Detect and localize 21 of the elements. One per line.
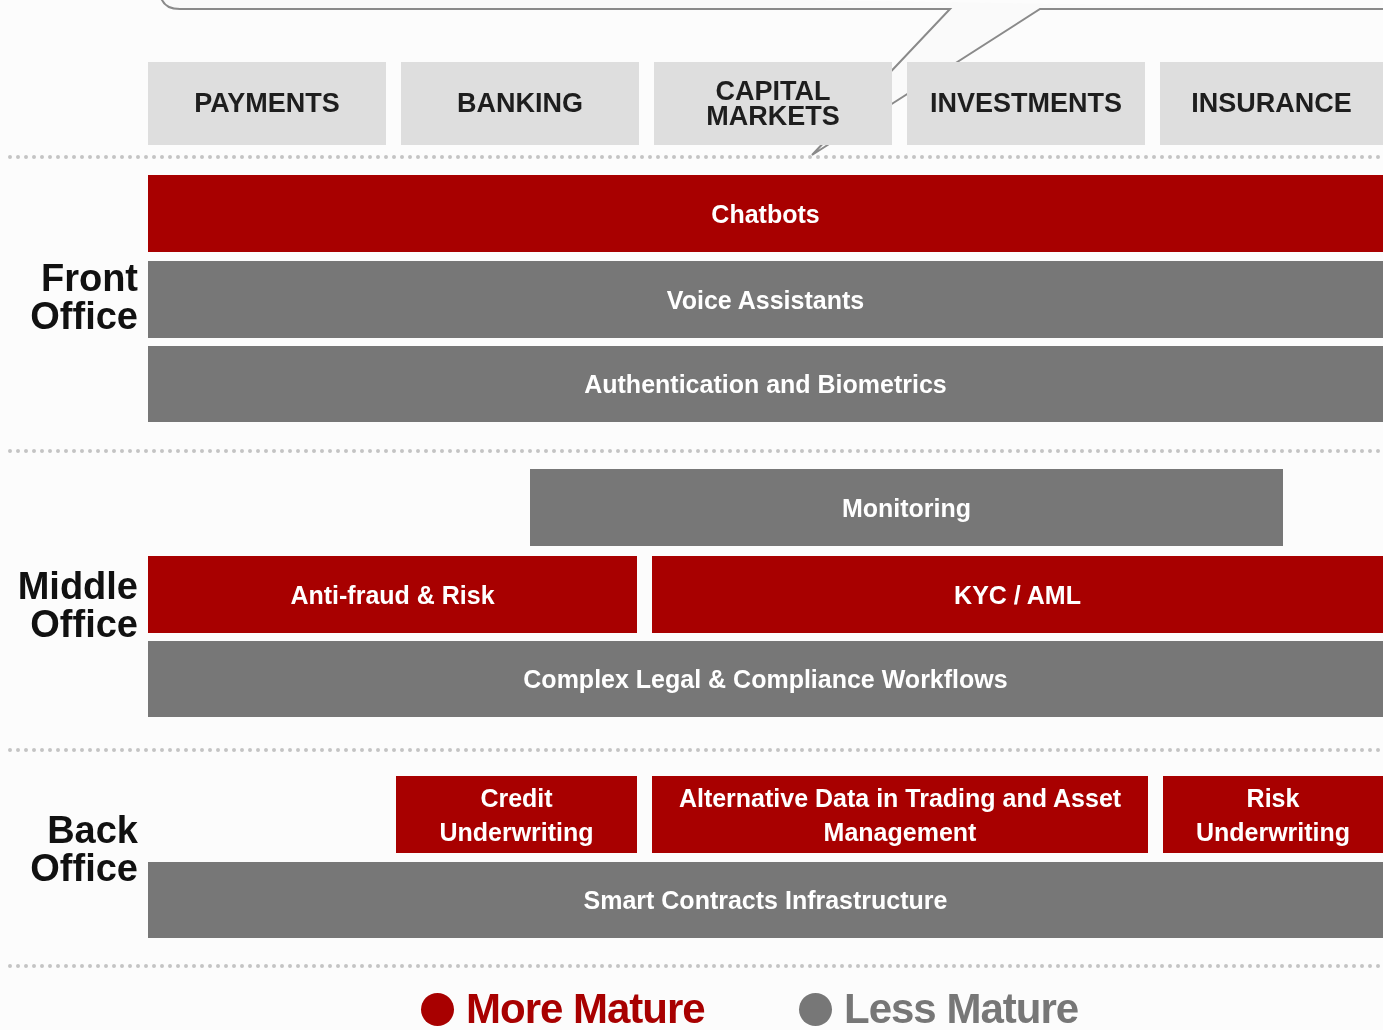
less-mature-bar: Monitoring [530, 469, 1283, 546]
legend-text: Less Mature [844, 986, 1079, 1030]
column-header: INVESTMENTS [907, 62, 1145, 145]
column-header: CAPITAL MARKETS [654, 62, 892, 145]
column-header: PAYMENTS [148, 62, 386, 145]
mature-bar: Anti-fraud & Risk [148, 556, 637, 633]
column-header: BANKING [401, 62, 639, 145]
row-label: Front Office [29, 258, 138, 335]
less-mature-bar: Authentication and Biometrics [148, 346, 1383, 422]
row-label: Middle Office [16, 566, 138, 643]
mature-bar: Chatbots [148, 175, 1383, 252]
less-mature-bar: Voice Assistants [148, 261, 1383, 338]
less-mature-bar: Smart Contracts Infrastructure [148, 862, 1383, 938]
mature-bar: Credit Underwriting [396, 776, 637, 853]
row-label: Back Office [29, 810, 138, 888]
mature-bar: KYC / AML [652, 556, 1383, 633]
legend-text: More Mature [466, 986, 705, 1030]
column-header: INSURANCE [1160, 62, 1383, 145]
less-mature-bar: Complex Legal & Compliance Workflows [148, 641, 1383, 717]
mature-bar: Alternative Data in Trading and Asset Management [652, 776, 1148, 853]
mature-bar: Risk Underwriting [1163, 776, 1383, 853]
